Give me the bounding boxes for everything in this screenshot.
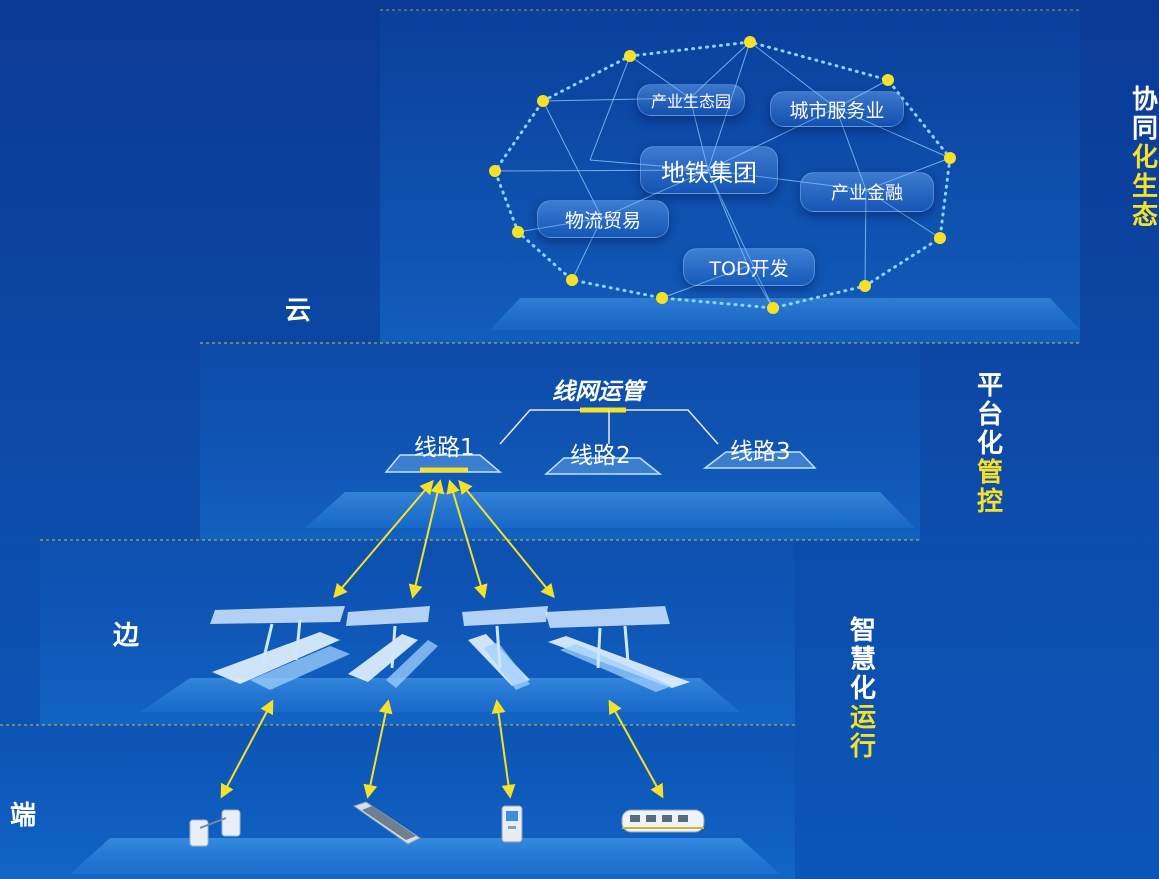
network-link [689,41,751,99]
network-link [601,169,709,219]
network-link [629,55,691,99]
network-operation-title: 线网运管 [552,379,644,405]
node-metro-group: 地铁集团 [640,146,778,194]
line2-platform-icon [544,457,663,475]
network-link [689,97,709,171]
side-char: 管 [976,458,1003,488]
network-link [542,97,691,102]
side-char: 同 [1131,114,1158,144]
side-char: 智 [849,616,876,646]
network-link [707,169,774,309]
layer-label-cloud: 云 [285,296,312,326]
network-node-dot [537,95,549,107]
side-char: 化 [976,429,1003,459]
side-char: 态 [1131,201,1158,231]
network-link [707,169,749,267]
station-1-icon [210,606,350,690]
network-link [517,217,603,233]
network-link [865,157,951,191]
side-char: 协 [1131,85,1158,115]
network-node-dot [744,36,756,48]
network-link [747,265,774,309]
network-node-dot [512,226,524,238]
network-node-dot [624,50,636,62]
layer-label-edge: 边 [113,621,140,651]
node-industrial-finance: 产业金融 [800,172,934,212]
line3-platform-icon [702,451,817,469]
network-link [835,107,951,159]
line1-platform-icon [384,454,503,473]
network-node-dot [882,74,894,86]
network-node-dot [656,292,668,304]
network-node-dot [566,274,578,286]
network-link [707,41,751,171]
side-char: 台 [976,400,1003,430]
escalator-icon [352,801,421,845]
network-link [571,217,603,281]
line1-label: 线路1 [414,435,475,461]
station-2-icon [346,606,438,688]
side-char: 化 [849,674,876,704]
gate-icon [189,809,241,847]
line2-label: 线路2 [570,443,631,469]
network-link [589,159,709,171]
node-tod-development: TOD开发 [683,248,815,286]
network-link [589,55,631,161]
node-industrial-park: 产业生态园 [637,84,745,116]
side-label-collaborative-ecosystem: 协 同 化 生 态 [1130,86,1159,231]
layer-label-terminal: 端 [10,801,37,831]
network-link [835,107,867,191]
side-char: 控 [976,487,1003,517]
line3-label: 线路3 [730,439,791,465]
network-node-dot [859,280,871,292]
network-link [494,169,709,172]
network-link [542,100,603,219]
network-link [749,41,837,109]
network-link [661,265,749,299]
network-node-dot [767,302,779,314]
side-label-smart-operation: 智 慧 化 运 行 [848,617,878,762]
network-link [707,169,867,191]
node-urban-service: 城市服务业 [770,91,904,127]
side-char: 运 [849,703,876,733]
network-link [864,189,867,287]
network-link [865,189,941,239]
side-char: 平 [976,371,1003,401]
network-link [707,107,837,171]
node-logistics-trade: 物流贸易 [537,200,669,238]
station-4-icon [545,606,690,692]
network-node-dot [944,152,956,164]
network-link [835,79,889,109]
side-char: 慧 [849,645,876,675]
side-char: 行 [849,732,876,762]
side-char: 化 [1131,143,1158,173]
ticket-machine-icon [501,805,523,843]
network-node-dot [489,165,501,177]
train-icon [621,809,705,833]
side-label-platform-control: 平 台 化 管 控 [975,372,1005,517]
network-node-dot [934,232,946,244]
side-char: 生 [1131,172,1158,202]
station-3-icon [462,606,548,690]
